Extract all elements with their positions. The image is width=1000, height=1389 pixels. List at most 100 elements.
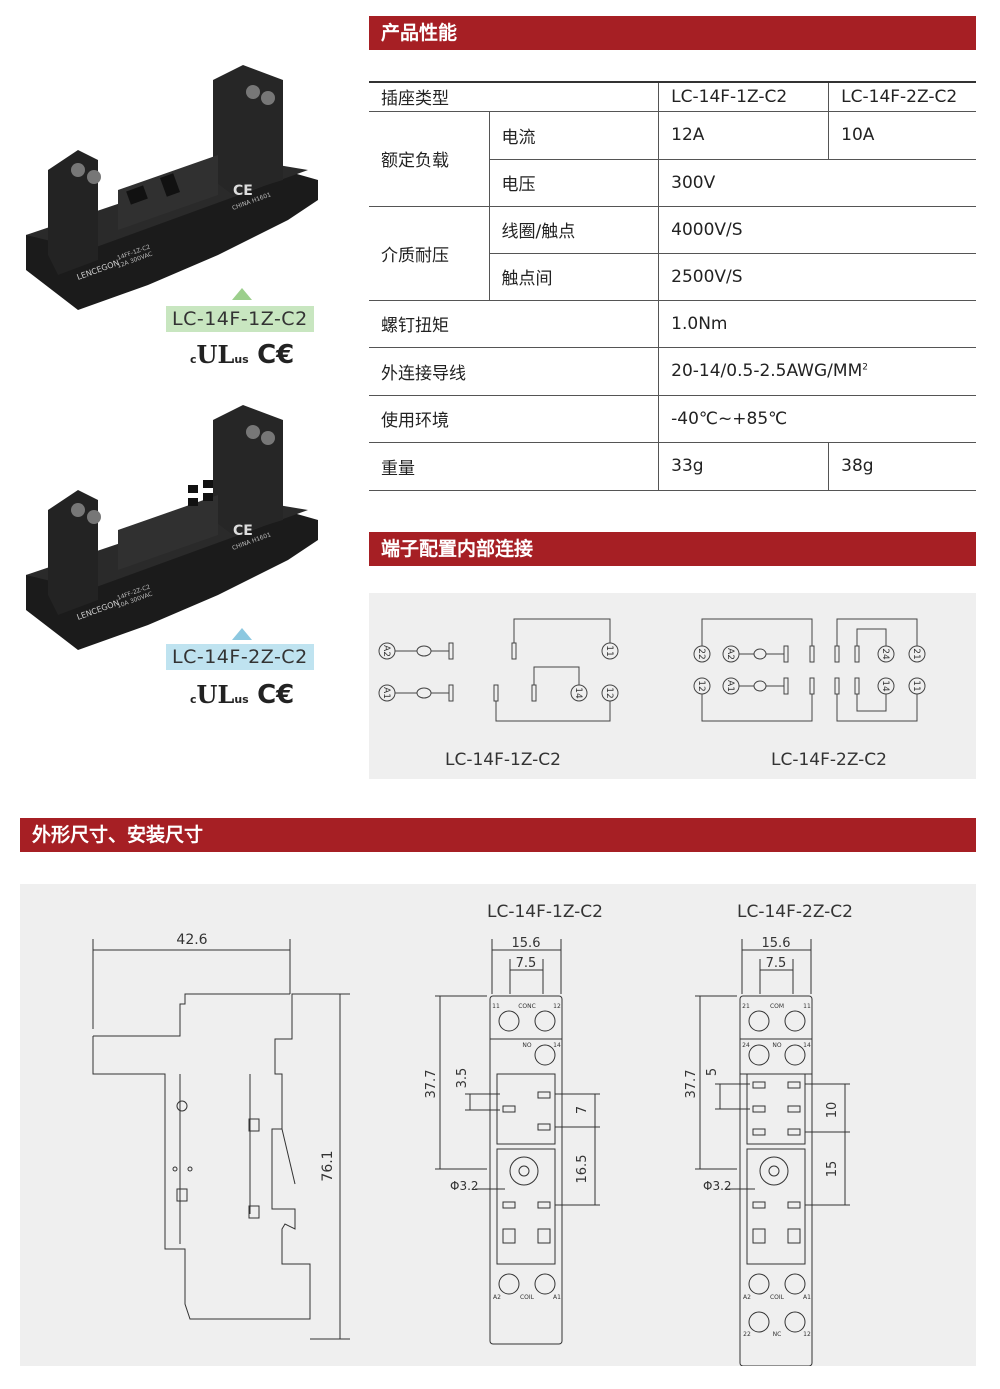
voltage-value: 300V: [658, 159, 976, 207]
top2-term-tr: 11: [803, 1003, 811, 1010]
drawing-title-2: LC-14F-2Z-C2: [737, 902, 853, 922]
weight-value-1: 33g: [658, 442, 829, 491]
rated-load-label: 额定负载: [369, 111, 489, 207]
top1-width-outer: 15.6: [512, 936, 541, 951]
top2-dim-d2: 10: [825, 1102, 840, 1119]
top2-term-22: 22: [743, 1331, 751, 1338]
top1-term-coil: COIL: [520, 1294, 535, 1301]
product-2-photo: LENCEGON 14FF-2Z-C2 10A 300VAC CHINA H16…: [18, 400, 318, 650]
tag-arrow-1: [232, 288, 252, 300]
wiring-diagram-panel: A2 A1 11 14 12 22 A2 12 A1 24 21 14 11 L…: [369, 593, 976, 779]
table-row: 重量 33g 38g: [369, 442, 976, 491]
top2-term-tl: 21: [742, 1003, 750, 1010]
table-row: 螺钉扭矩 1.0Nm: [369, 300, 976, 348]
drawing-title-1: LC-14F-1Z-C2: [487, 902, 603, 922]
top2-term-com: COM: [770, 1003, 784, 1010]
top1-term-tr: 12: [553, 1003, 561, 1010]
ce-mark-print: CE: [233, 523, 253, 539]
table-row: 插座类型 LC-14F-1Z-C2 LC-14F-2Z-C2: [369, 81, 976, 112]
top2-term-no: NO: [772, 1042, 781, 1049]
wiring-caption-1: LC-14F-1Z-C2: [445, 750, 561, 770]
term-12: 12: [696, 680, 706, 691]
wire-label: 外连接导线: [369, 347, 659, 396]
table-row: 使用环境 -40℃~+85℃: [369, 395, 976, 443]
top1-dim-d2: 7: [575, 1106, 590, 1114]
term-21: 21: [911, 648, 921, 659]
term-A2: A2: [381, 645, 391, 657]
spec-table: 插座类型 LC-14F-1Z-C2 LC-14F-2Z-C2 额定负载 电流 1…: [369, 81, 976, 491]
top2-term-24: 24: [742, 1042, 750, 1049]
term-22: 22: [696, 648, 706, 659]
top1-term-tl: 11: [492, 1003, 500, 1010]
section-title-terminal: 端子配置内部连接: [369, 532, 976, 566]
term-11: 11: [911, 680, 921, 691]
section-title-performance: 产品性能: [369, 16, 976, 50]
top2-term-12: 12: [803, 1331, 811, 1338]
weight-value-2: 38g: [828, 442, 976, 491]
weight-label: 重量: [369, 442, 659, 491]
current-value-2: 10A: [828, 111, 976, 160]
top1-term-com: CONC: [518, 1003, 536, 1010]
voltage-label: 电压: [488, 159, 659, 207]
wire-superscript: 2: [862, 362, 868, 373]
between-contacts-label: 触点间: [488, 253, 659, 301]
top2-hole-label: Φ3.2: [703, 1179, 732, 1193]
table-row: 外连接导线 20-14/0.5-2.5AWG/MM2: [369, 347, 976, 396]
side-height-label: 76.1: [320, 1150, 336, 1181]
dimension-drawings: 42.6 76.1 LC-14F-1Z-C2: [92, 902, 853, 1367]
between-contacts-value: 2500V/S: [658, 253, 976, 301]
current-label: 电流: [488, 111, 659, 160]
top2-term-nc: NC: [773, 1331, 782, 1338]
top2-term-a1: A1: [803, 1294, 811, 1301]
top1-term-a1: A1: [553, 1294, 561, 1301]
ce-mark-print: CE: [233, 183, 253, 199]
top1-term-no: NO: [522, 1042, 531, 1049]
product-1-model-tag: LC-14F-1Z-C2: [166, 306, 314, 332]
wire-value-cell: 20-14/0.5-2.5AWG/MM2: [658, 347, 976, 396]
side-width-label: 42.6: [176, 932, 207, 948]
product-2-model-tag: LC-14F-2Z-C2: [166, 644, 314, 670]
torque-value: 1.0Nm: [658, 300, 976, 348]
term-12: 12: [604, 687, 614, 698]
top1-hole-label: Φ3.2: [450, 1179, 479, 1193]
term-14: 14: [573, 687, 583, 699]
section-title-dimensions: 外形尺寸、安装尺寸: [20, 818, 976, 852]
wiring-caption-2: LC-14F-2Z-C2: [771, 750, 887, 770]
top2-dim-d3: 15: [825, 1161, 840, 1178]
product-1-cert-marks: cULus C€: [190, 340, 295, 370]
term-A1: A1: [725, 680, 735, 692]
product-1-photo: LENCEGON 14FF-1Z-C2 12A 300VAC CHINA H16…: [18, 60, 318, 310]
term-24: 24: [880, 648, 890, 660]
tag-arrow-2: [232, 628, 252, 640]
top2-height-total: 37.7: [684, 1070, 699, 1099]
environment-value: -40℃~+85℃: [658, 395, 976, 443]
top2-width-outer: 15.6: [762, 936, 791, 951]
term-11: 11: [604, 645, 614, 656]
term-A1: A1: [381, 687, 391, 699]
top1-term-14: 14: [553, 1042, 561, 1049]
top1-term-a2: A2: [493, 1294, 501, 1301]
top2-dim-d1: 5: [705, 1068, 720, 1076]
top1-width-inner: 7.5: [516, 956, 537, 971]
table-row: 触点间 2500V/S: [369, 253, 976, 301]
top1-height-total: 37.7: [424, 1070, 439, 1099]
current-value-1: 12A: [658, 111, 829, 160]
wire-value: 20-14/0.5-2.5AWG/MM: [671, 361, 863, 381]
header-col2: LC-14F-2Z-C2: [828, 81, 976, 112]
coil-contact-value: 4000V/S: [658, 206, 976, 254]
term-14: 14: [880, 680, 890, 692]
dimension-drawing-panel: 42.6 76.1 LC-14F-1Z-C2: [20, 884, 976, 1367]
top1-dim-d1: 3.5: [455, 1068, 470, 1089]
top1-dim-d3: 16.5: [575, 1155, 590, 1184]
product-2-cert-marks: cULus C€: [190, 680, 295, 710]
top2-term-14: 14: [803, 1042, 811, 1049]
wiring-diagrams: A2 A1 11 14 12 22 A2 12 A1 24 21 14 11 L…: [378, 618, 926, 770]
header-label: 插座类型: [369, 81, 659, 112]
table-row: 介质耐压 线圈/触点 4000V/S: [369, 206, 976, 301]
header-col1: LC-14F-1Z-C2: [658, 81, 829, 112]
top2-term-coil: COIL: [770, 1294, 785, 1301]
top2-width-inner: 7.5: [766, 956, 787, 971]
table-row: 电压 300V: [369, 159, 976, 207]
dielectric-label: 介质耐压: [369, 206, 489, 301]
term-A2: A2: [725, 648, 735, 660]
